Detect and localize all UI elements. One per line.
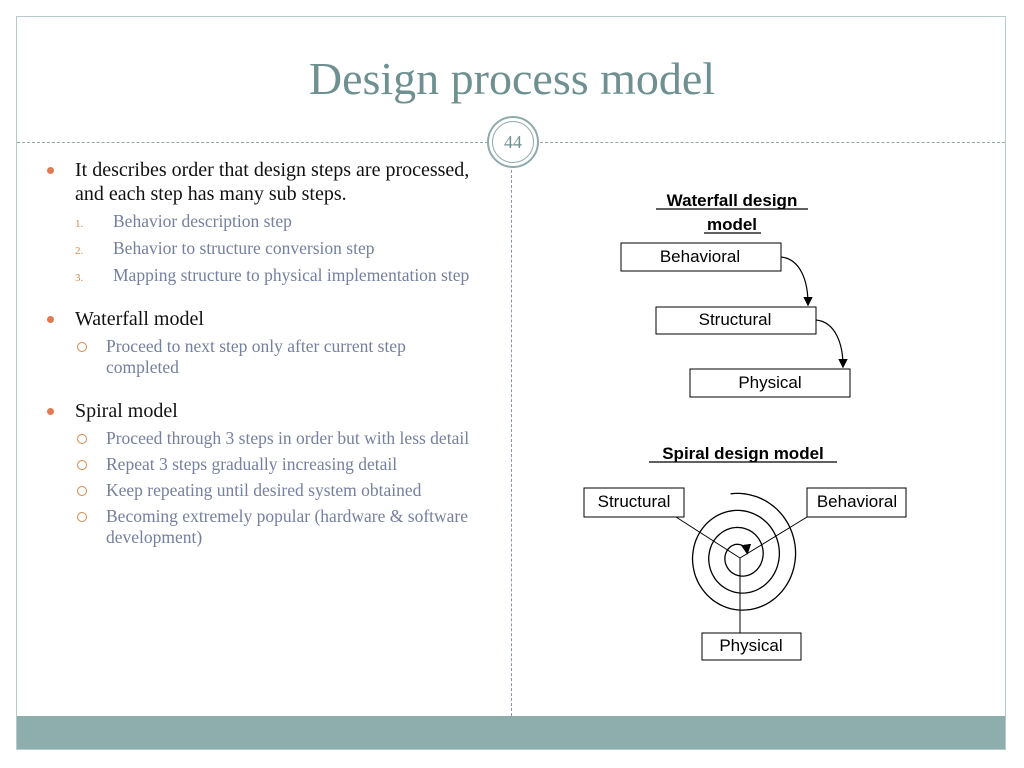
sub-item-text: Keep repeating until desired system obta… (106, 480, 422, 500)
spiral-box-physical-label: Physical (719, 636, 782, 655)
page-number-badge: 44 (487, 116, 539, 168)
spiral-spoke-behavioral (739, 516, 808, 559)
waterfall-box-physical (689, 368, 851, 398)
sub-item: 3. Mapping structure to physical impleme… (42, 265, 482, 286)
sub-item-text: Behavior to structure conversion step (113, 238, 375, 258)
hollow-circle-icon (77, 460, 87, 470)
sub-item: Proceed through 3 steps in order but wit… (42, 428, 482, 449)
bullet-item: It describes order that design steps are… (42, 158, 482, 206)
sub-item: 2. Behavior to structure conversion step (42, 238, 482, 259)
sub-item-number: 3. (75, 272, 84, 284)
sub-item: 1. Behavior description step (42, 211, 482, 232)
waterfall-title-line2: model (707, 215, 757, 234)
sub-item: Repeat 3 steps gradually increasing deta… (42, 454, 482, 475)
spiral-box-structural (583, 487, 685, 518)
sub-item: Becoming extremely popular (hardware & s… (42, 506, 482, 548)
waterfall-diagram: Waterfall design model Behavioral Struct… (620, 191, 851, 398)
spiral-box-physical (701, 632, 802, 661)
slide-frame (16, 16, 1006, 750)
footer-band (17, 716, 1005, 749)
column-divider (511, 170, 512, 716)
bullet-dot-icon (47, 408, 54, 415)
sub-item-number: 1. (75, 218, 84, 230)
bullet-dot-icon (47, 316, 54, 323)
waterfall-arrow-1 (780, 256, 813, 307)
sub-item-text: Behavior description step (113, 211, 292, 231)
spiral-spoke-structural (675, 516, 741, 559)
bullet-item: Spiral model (42, 399, 482, 423)
spiral-curve (691, 492, 797, 611)
spiral-diagram: Spiral design model Structural Behaviora… (583, 444, 907, 661)
bullet-text: It describes order that design steps are… (75, 159, 470, 205)
bullet-text: Waterfall model (75, 308, 204, 330)
sub-item-text: Proceed through 3 steps in order but wit… (106, 428, 470, 448)
waterfall-box-behavioral-label: Behavioral (660, 247, 740, 266)
bullet-list: It describes order that design steps are… (42, 158, 482, 548)
waterfall-box-physical-label: Physical (738, 373, 801, 392)
title-rule-right (540, 142, 1005, 143)
sub-item: Keep repeating until desired system obta… (42, 480, 482, 501)
waterfall-box-behavioral (620, 242, 782, 272)
spiral-box-behavioral-label: Behavioral (817, 492, 897, 511)
sub-item-text: Repeat 3 steps gradually increasing deta… (106, 454, 398, 474)
hollow-circle-icon (77, 434, 87, 444)
bullet-item: Waterfall model (42, 307, 482, 331)
sub-item: Proceed to next step only after current … (42, 336, 482, 378)
hollow-circle-icon (77, 486, 87, 496)
sub-item-text: Becoming extremely popular (hardware & s… (106, 506, 469, 547)
waterfall-box-structural-label: Structural (699, 310, 772, 329)
slide-title: Design process model (308, 53, 716, 104)
spiral-box-structural-label: Structural (598, 492, 671, 511)
sub-item-text: Proceed to next step only after current … (106, 336, 406, 377)
bullet-text: Spiral model (75, 400, 178, 422)
title-rule-left (17, 142, 488, 143)
waterfall-arrow-2 (815, 319, 848, 369)
design-models-diagram: Waterfall design model Behavioral Struct… (583, 191, 907, 661)
spiral-title: Spiral design model (662, 444, 824, 463)
hollow-circle-icon (77, 342, 87, 352)
spiral-box-behavioral (806, 487, 907, 518)
waterfall-title-line1: Waterfall design (667, 191, 798, 210)
sub-item-text: Mapping structure to physical implementa… (113, 265, 470, 285)
bullet-dot-icon (47, 167, 54, 174)
page-number: 44 (492, 121, 534, 163)
sub-item-number: 2. (75, 245, 84, 257)
hollow-circle-icon (77, 512, 87, 522)
